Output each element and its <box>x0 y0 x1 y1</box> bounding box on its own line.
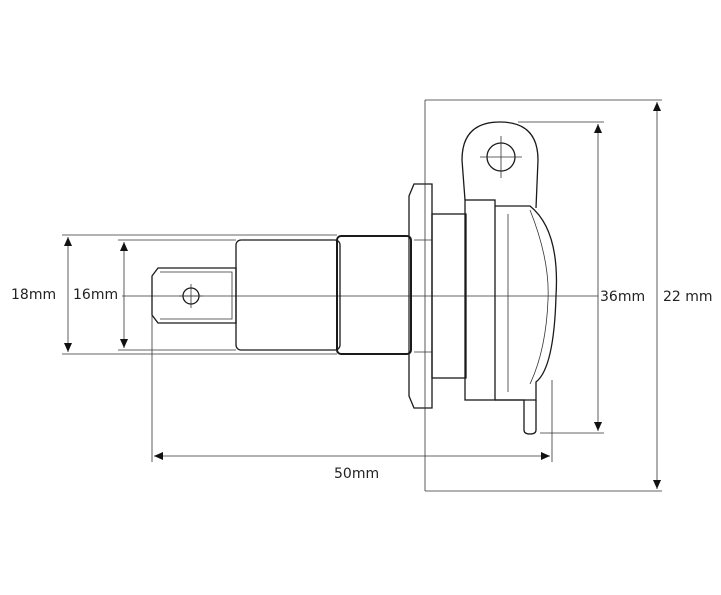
dim-outer-height <box>62 234 337 355</box>
socket-outline <box>151 121 558 435</box>
threaded-body <box>336 235 412 355</box>
label-inner-height: 16mm <box>73 287 118 303</box>
dim-overall-height <box>424 99 662 492</box>
label-overall-height: 22 mm <box>663 289 713 305</box>
flange <box>431 213 467 379</box>
label-outer-height: 18mm <box>11 287 56 303</box>
cap-lip <box>495 399 537 435</box>
dim-cap-height <box>518 121 604 434</box>
label-length: 50mm <box>334 466 379 482</box>
front-ring <box>464 199 496 401</box>
rear-body <box>235 239 341 351</box>
label-cap-height: 36mm <box>600 289 645 305</box>
cap-dome <box>495 205 558 401</box>
terminal-tab <box>151 267 237 324</box>
cap-hinge <box>461 121 539 209</box>
nut <box>408 183 433 409</box>
dim-length <box>151 315 553 462</box>
dim-inner-height <box>118 239 236 351</box>
